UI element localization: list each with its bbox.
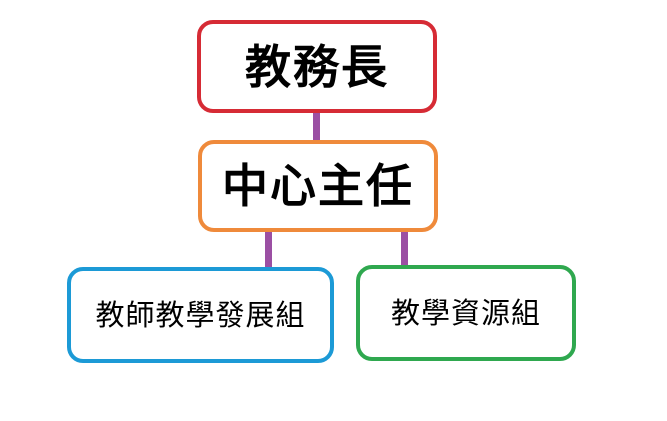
node-dean-of-academic-affairs: 教務長 <box>197 20 437 113</box>
node-label: 教師教學發展組 <box>95 297 306 332</box>
node-label: 中心主任 <box>222 159 414 213</box>
node-label: 教務長 <box>245 39 389 94</box>
connector-middle-to-left <box>265 229 272 271</box>
connector-middle-to-right <box>401 229 408 268</box>
node-teacher-development-section: 教師教學發展組 <box>67 267 334 363</box>
node-label: 教學資源組 <box>390 295 541 330</box>
node-teaching-resources-section: 教學資源組 <box>356 265 576 361</box>
node-center-director: 中心主任 <box>198 140 438 232</box>
connector-top-to-middle <box>313 110 320 144</box>
